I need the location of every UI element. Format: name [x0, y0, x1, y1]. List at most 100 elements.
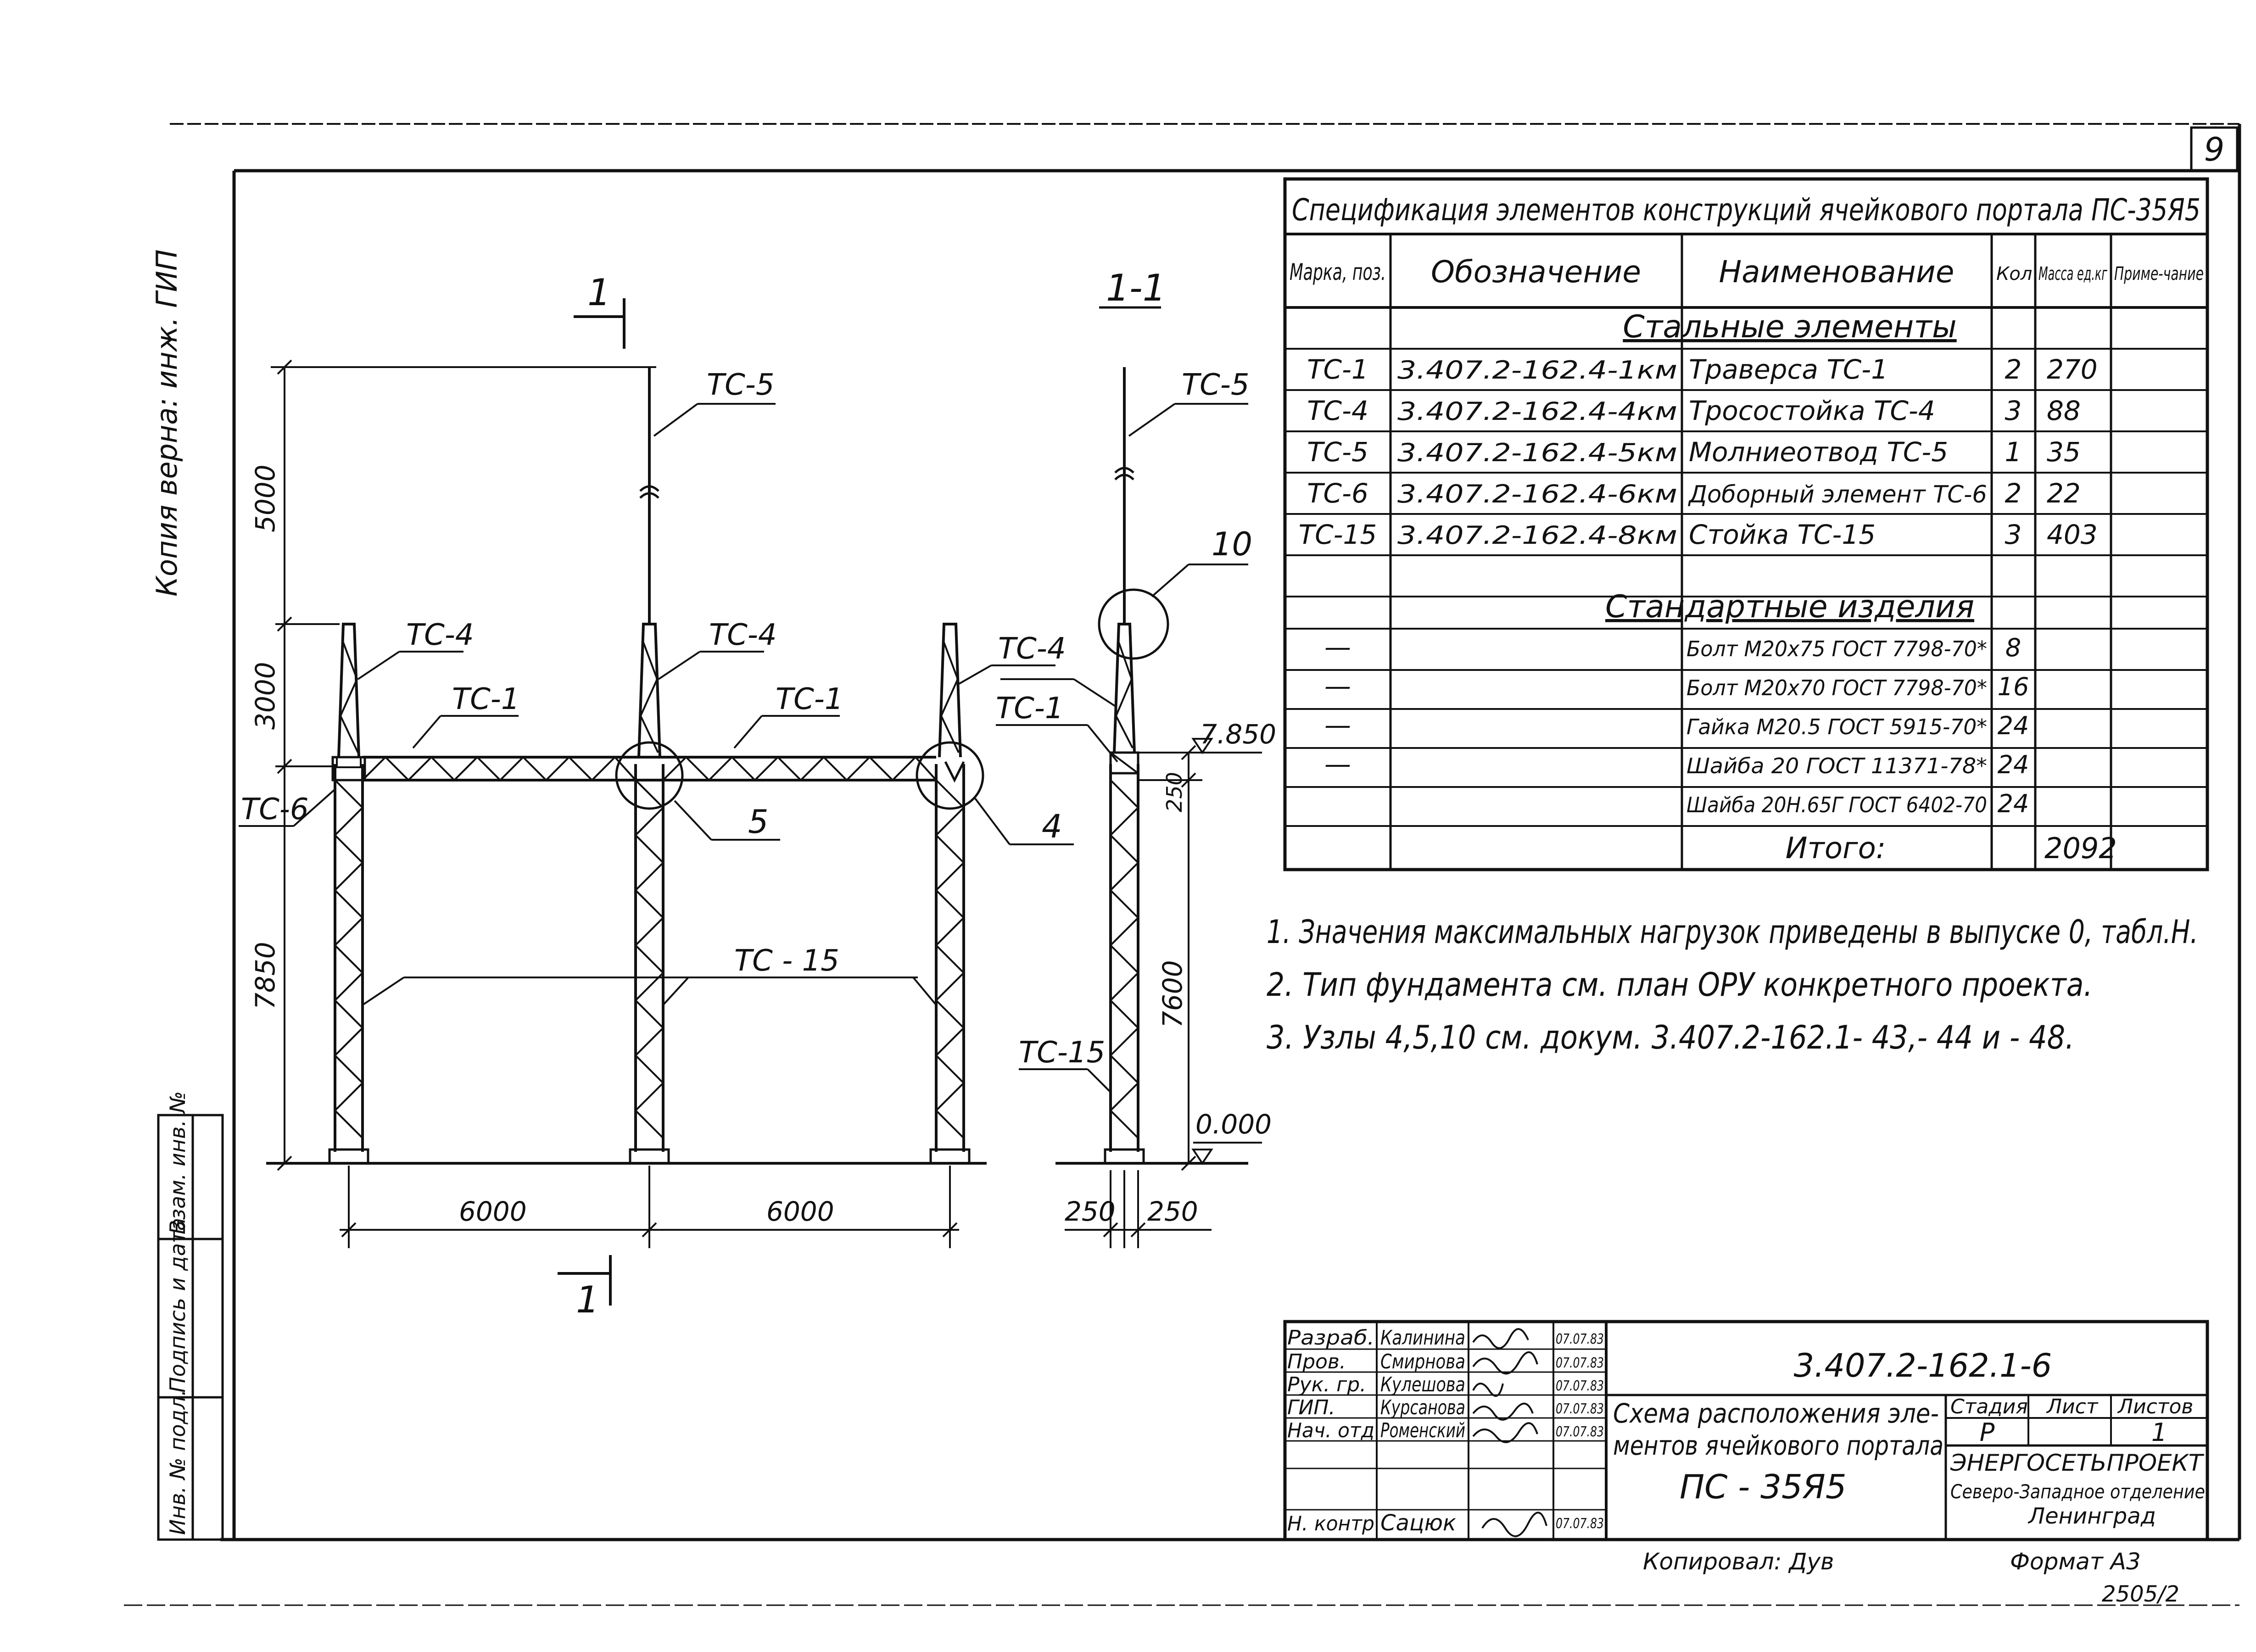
- spec-row-qty: 2: [2005, 354, 2022, 385]
- side-view: [996, 306, 1262, 1248]
- spec-row-name: Траверса ТС-1: [1689, 354, 1888, 385]
- leaders: [239, 403, 1074, 1006]
- dim-7600: 7600: [1157, 960, 1188, 1028]
- spec-row-mark: —: [1324, 631, 1351, 663]
- spec-row-mass: 270: [2047, 354, 2098, 385]
- dim-7850: 7850: [250, 942, 281, 1010]
- page-number: 9: [2204, 131, 2225, 168]
- spec-row-mark: ТС-5: [1307, 436, 1368, 468]
- stamp-podpis: Подпись и дата: [165, 1218, 190, 1393]
- spec-row-designation: 3.407.2-162.4-5км: [1397, 438, 1677, 467]
- spec-row-name: Болт М20х70 ГОСТ 7798-70*: [1686, 675, 1987, 700]
- spec-row-name: Молниеотвод ТС-5: [1689, 436, 1948, 468]
- tb-name: Кулешова: [1380, 1373, 1465, 1396]
- tb-role: Разраб.: [1287, 1326, 1374, 1350]
- dim-250-right: 250: [1147, 1196, 1198, 1227]
- tb-date: 07.07.83: [1556, 1355, 1604, 1371]
- callout-tc5-side: ТС-5: [1182, 368, 1250, 402]
- title-block: [1283, 1320, 2209, 1541]
- spec-header-mark: Марка, поз.: [1290, 259, 1386, 285]
- spec-row-name: Шайба 20Н.65Г ГОСТ 6402-70: [1686, 793, 1987, 817]
- spec-group-standard: Стандартные изделия: [1605, 589, 1974, 625]
- tb-copied: Копировал: Дув: [1643, 1548, 1834, 1575]
- spec-row-mark: ТС-1: [1307, 354, 1368, 385]
- spec-row-qty: 24: [1998, 789, 2029, 818]
- dim-6000-left: 6000: [459, 1196, 527, 1227]
- tb-title-3: ПС - 35Я5: [1680, 1468, 1847, 1506]
- tb-format: Формат А3: [2010, 1548, 2141, 1575]
- level-zero: 0.000: [1195, 1109, 1272, 1140]
- node-circle-10: [1098, 588, 1169, 660]
- spec-row-mass: 35: [2047, 436, 2081, 468]
- spec-total-value: 2092: [2044, 832, 2117, 865]
- note-1: 1. Значения максимальных нагрузок привед…: [1267, 913, 2198, 951]
- tb-org-2: Северо-Западное отделение: [1950, 1480, 2205, 1503]
- tb-role: Нач. отд: [1287, 1419, 1374, 1442]
- spec-row-mark: ТС-15: [1299, 519, 1377, 550]
- spec-header-name: Наименование: [1719, 254, 1954, 290]
- tb-date: 07.07.83: [1556, 1401, 1604, 1417]
- tb-title-2: ментов ячейкового портала: [1613, 1430, 1943, 1461]
- spec-row-mark: ТС-6: [1307, 478, 1368, 509]
- tb-date: 07.07.83: [1556, 1424, 1604, 1440]
- tb-name: Курсанова: [1380, 1396, 1465, 1419]
- tb-role: Н. контр: [1287, 1512, 1374, 1535]
- tb-role: ГИП.: [1287, 1396, 1335, 1419]
- tb-name: Калинина: [1380, 1326, 1465, 1350]
- notes: 1. Значения максимальных нагрузок привед…: [1267, 913, 2198, 1056]
- spec-row-mass: 88: [2047, 395, 2081, 426]
- callout-node-5: 5: [748, 803, 769, 841]
- spec-row-designation: 3.407.2-162.4-8км: [1397, 521, 1677, 550]
- tb-title-1: Схема расположения эле-: [1613, 1398, 1939, 1429]
- spec-row-mark: —: [1324, 748, 1351, 780]
- callout-tc1-side: ТС-1: [996, 692, 1064, 726]
- dim-250-left: 250: [1065, 1196, 1116, 1227]
- spec-row-qty: 8: [2005, 633, 2021, 662]
- spec-row-name: Доборный элемент ТС-6: [1688, 481, 1987, 508]
- spec-row-mark: ТС-4: [1307, 395, 1368, 426]
- spec-row-qty: 24: [1998, 711, 2029, 740]
- side-note: Копия верна: инж. ГИП: [150, 249, 184, 597]
- spec-row-mark: —: [1324, 709, 1351, 741]
- spec-standard-rows: — Болт М20х75 ГОСТ 7798-70* 8 — Болт М20…: [1324, 631, 2029, 818]
- node-circle-5: [615, 741, 684, 810]
- section-mark-bottom: [558, 1255, 612, 1306]
- view-title: 1-1: [1106, 267, 1166, 309]
- tb-name: Сацюк: [1380, 1510, 1456, 1536]
- section-mark-top: [574, 298, 625, 349]
- tb-sheets: 1: [2151, 1418, 2167, 1447]
- spec-row-qty: 3: [2005, 519, 2022, 550]
- dim-250-top: 250: [1162, 772, 1187, 812]
- spec-steel-rows: ТС-1 3.407.2-162.4-1км Траверса ТС-1 2 2…: [1299, 354, 2098, 550]
- dim-5000: 5000: [250, 464, 281, 532]
- tb-stage-label: Стадия: [1950, 1395, 2028, 1418]
- section-number-bottom: 1: [576, 1278, 599, 1321]
- left-stamp: [157, 1114, 224, 1541]
- portal-elevation: [239, 298, 1074, 1306]
- tb-role: Рук. гр.: [1287, 1373, 1366, 1396]
- tb-name: Смирнова: [1380, 1350, 1465, 1373]
- tb-date: 07.07.83: [1556, 1516, 1604, 1532]
- spec-header-qty: Кол: [1996, 263, 2032, 285]
- signatures: [1472, 1328, 1547, 1537]
- tb-org-3: Ленинград: [2027, 1503, 2156, 1529]
- elevation-text: 5000 3000 7850 6000 6000 1 1 1-1 ТС-5 ТС…: [241, 267, 1276, 1321]
- callout-node-10: 10: [1212, 525, 1252, 563]
- column-right: [929, 623, 971, 1165]
- spec-row-mass: 403: [2047, 519, 2098, 550]
- spec-row-qty: 3: [2005, 395, 2022, 426]
- note-2: 2. Тип фундамента см. план ОРУ конкретно…: [1267, 966, 2093, 1004]
- callout-tc1-left: ТС-1: [452, 682, 520, 716]
- spec-row-name: Стойка ТС-15: [1689, 519, 1876, 550]
- tb-sheet-label: Лист: [2046, 1395, 2099, 1418]
- tb-date: 07.07.83: [1556, 1331, 1604, 1347]
- column-left: [328, 623, 369, 1165]
- traverse: [331, 756, 937, 781]
- spec-text: Спецификация элементов конструкций ячейк…: [1290, 192, 2204, 865]
- spec-row-mark: —: [1324, 670, 1351, 702]
- tb-doc-code: 3.407.2-162.1-6: [1794, 1347, 2052, 1384]
- spec-table: [1283, 177, 2209, 871]
- callout-tc5-main: ТС-5: [707, 368, 775, 402]
- note-3: 3. Узлы 4,5,10 см. докум. 3.407.2-162.1-…: [1267, 1019, 2074, 1056]
- spec-row-qty: 1: [2005, 436, 2022, 468]
